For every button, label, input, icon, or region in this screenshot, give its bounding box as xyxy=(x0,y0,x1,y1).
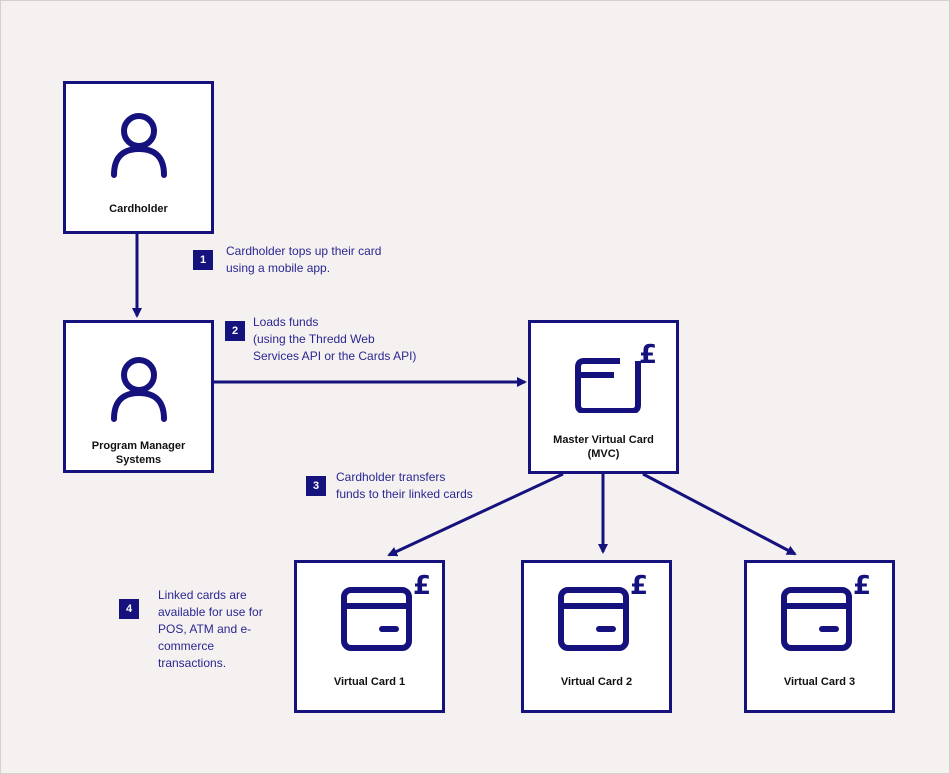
pound-symbol: £ xyxy=(853,571,871,601)
step-2-note: Loads funds (using the Thredd Web Servic… xyxy=(253,315,417,363)
step-3-badge: 3 xyxy=(306,476,326,496)
program-manager-label: Program Manager Systems xyxy=(91,440,186,467)
mvc-label: Master Virtual Card (MVC) xyxy=(553,434,654,461)
virtual-card-2-node: £ Virtual Card 2 xyxy=(521,560,672,713)
master-virtual-card-node: £ Master Virtual Card (MVC) xyxy=(528,320,679,474)
person-icon xyxy=(111,357,167,422)
arrow-mvc-to-vc1 xyxy=(387,472,564,557)
card-pound-icon: £ xyxy=(558,571,648,651)
card-pound-icon: £ xyxy=(781,571,871,651)
virtual-card-3-label: Virtual Card 3 xyxy=(783,676,856,688)
cardholder-node: Cardholder xyxy=(63,81,214,234)
step-1-badge: 1 xyxy=(193,250,213,270)
pound-symbol: £ xyxy=(413,571,431,601)
step-4-note: Linked cards are available for use for P… xyxy=(158,588,263,670)
pound-symbol: £ xyxy=(630,571,648,601)
step-4-badge: 4 xyxy=(119,599,139,619)
step-1-note: Cardholder tops up their card using a mo… xyxy=(226,244,382,275)
person-icon xyxy=(111,113,167,178)
virtual-card-1-label: Virtual Card 1 xyxy=(333,676,406,688)
virtual-card-2-label: Virtual Card 2 xyxy=(560,676,633,688)
step-2-badge: 2 xyxy=(225,321,245,341)
card-pound-icon: £ xyxy=(575,340,657,413)
program-manager-node: Program Manager Systems xyxy=(63,320,214,473)
pound-symbol: £ xyxy=(639,340,657,370)
cardholder-label: Cardholder xyxy=(109,203,168,215)
step-3-note: Cardholder transfers funds to their link… xyxy=(336,470,473,501)
arrow-mvc-to-vc3 xyxy=(642,472,797,556)
card-pound-icon: £ xyxy=(341,571,431,651)
virtual-card-1-node: £ Virtual Card 1 xyxy=(294,560,445,713)
virtual-card-3-node: £ Virtual Card 3 xyxy=(744,560,895,713)
